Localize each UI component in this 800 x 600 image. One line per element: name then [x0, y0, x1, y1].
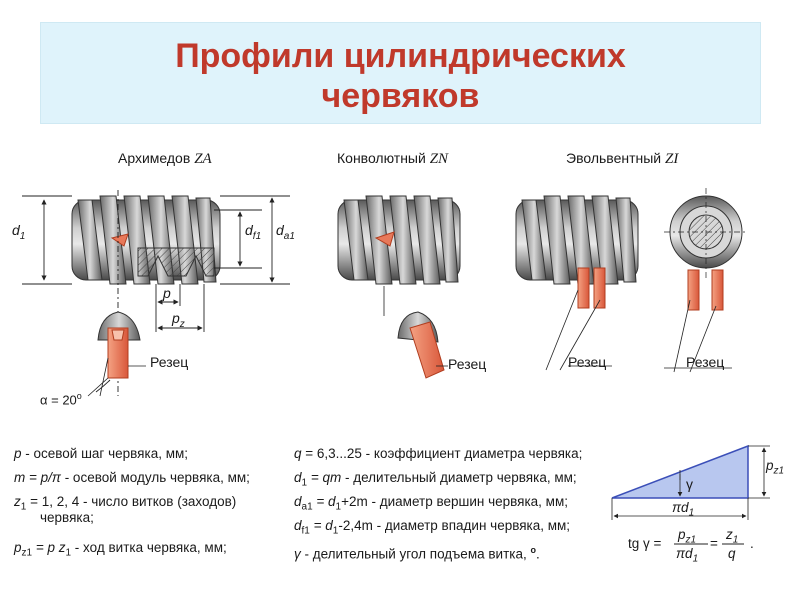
note-df1: df1 = d1-2,4m - диаметр впадин червяка, …	[294, 518, 571, 537]
worm-involute-end-view	[664, 188, 748, 373]
note-da1: da1 = d1+2m - диаметр вершин червяка, мм…	[294, 494, 568, 513]
worm-involute	[515, 195, 639, 309]
label-d1: d1	[12, 222, 26, 242]
cutter-convolute	[383, 286, 448, 379]
heading-involute: Эвольвентный ZI	[566, 150, 679, 167]
heading-archimedes: Архимедов ZA	[118, 150, 212, 167]
worm-convolute	[337, 195, 461, 285]
formula-den-2: q	[728, 546, 736, 561]
lead-angle-triangle	[611, 444, 770, 520]
note-gamma: γ - делительный угол подъема витка, o.	[294, 545, 540, 562]
note-z1-cont: червяка;	[40, 510, 94, 525]
page-title-line-1: Профили цилиндрических	[175, 37, 626, 75]
alpha-arc	[95, 379, 111, 393]
formula-end: .	[750, 536, 754, 551]
note-q: q = 6,3...25 - коэффициент диаметра черв…	[294, 446, 583, 461]
triangle-gamma: γ	[686, 476, 693, 492]
note-z1: z1 = 1, 2, 4 - число витков (заходов)	[14, 494, 237, 513]
formula-num-2: z1	[726, 527, 739, 546]
note-m: m = p/π - осевой модуль червяка, мм;	[14, 470, 250, 485]
label-pz: pz	[172, 310, 185, 330]
cutter-archimedes	[87, 311, 146, 397]
note-p: p - осевой шаг червяка, мм;	[14, 446, 189, 461]
note-d1: d1 = qm - делительный диаметр червяка, м…	[294, 470, 577, 489]
formula-eq: =	[710, 536, 718, 551]
worm-archimedes	[71, 195, 221, 285]
cutter-label-2: Резец	[448, 356, 487, 372]
cutter-label-3: Резец	[568, 354, 607, 370]
title-banner: Профили цилиндрических червяков	[40, 22, 761, 124]
label-p: p	[163, 285, 171, 301]
formula-num-1: pz1	[678, 527, 697, 546]
page-title-line-2: червяков	[321, 77, 480, 115]
alpha-label: α = 20o	[40, 391, 82, 408]
label-da1: da1	[276, 222, 295, 242]
triangle-pz1: pz1	[766, 458, 785, 477]
note-pz1: pz1 = p z1 - ход витка червяка, мм;	[14, 540, 227, 559]
triangle-pid1: πd1	[672, 500, 695, 519]
cutter-label-1: Резец	[150, 354, 189, 370]
formula-den-1: πd1	[676, 546, 699, 565]
formula-lhs: tg γ =	[628, 536, 662, 551]
label-df1: df1	[245, 222, 262, 242]
cutter-lines-involute-side	[545, 289, 612, 371]
cutter-label-4: Резец	[686, 354, 725, 370]
heading-convolute: Конволютный ZN	[337, 150, 449, 167]
